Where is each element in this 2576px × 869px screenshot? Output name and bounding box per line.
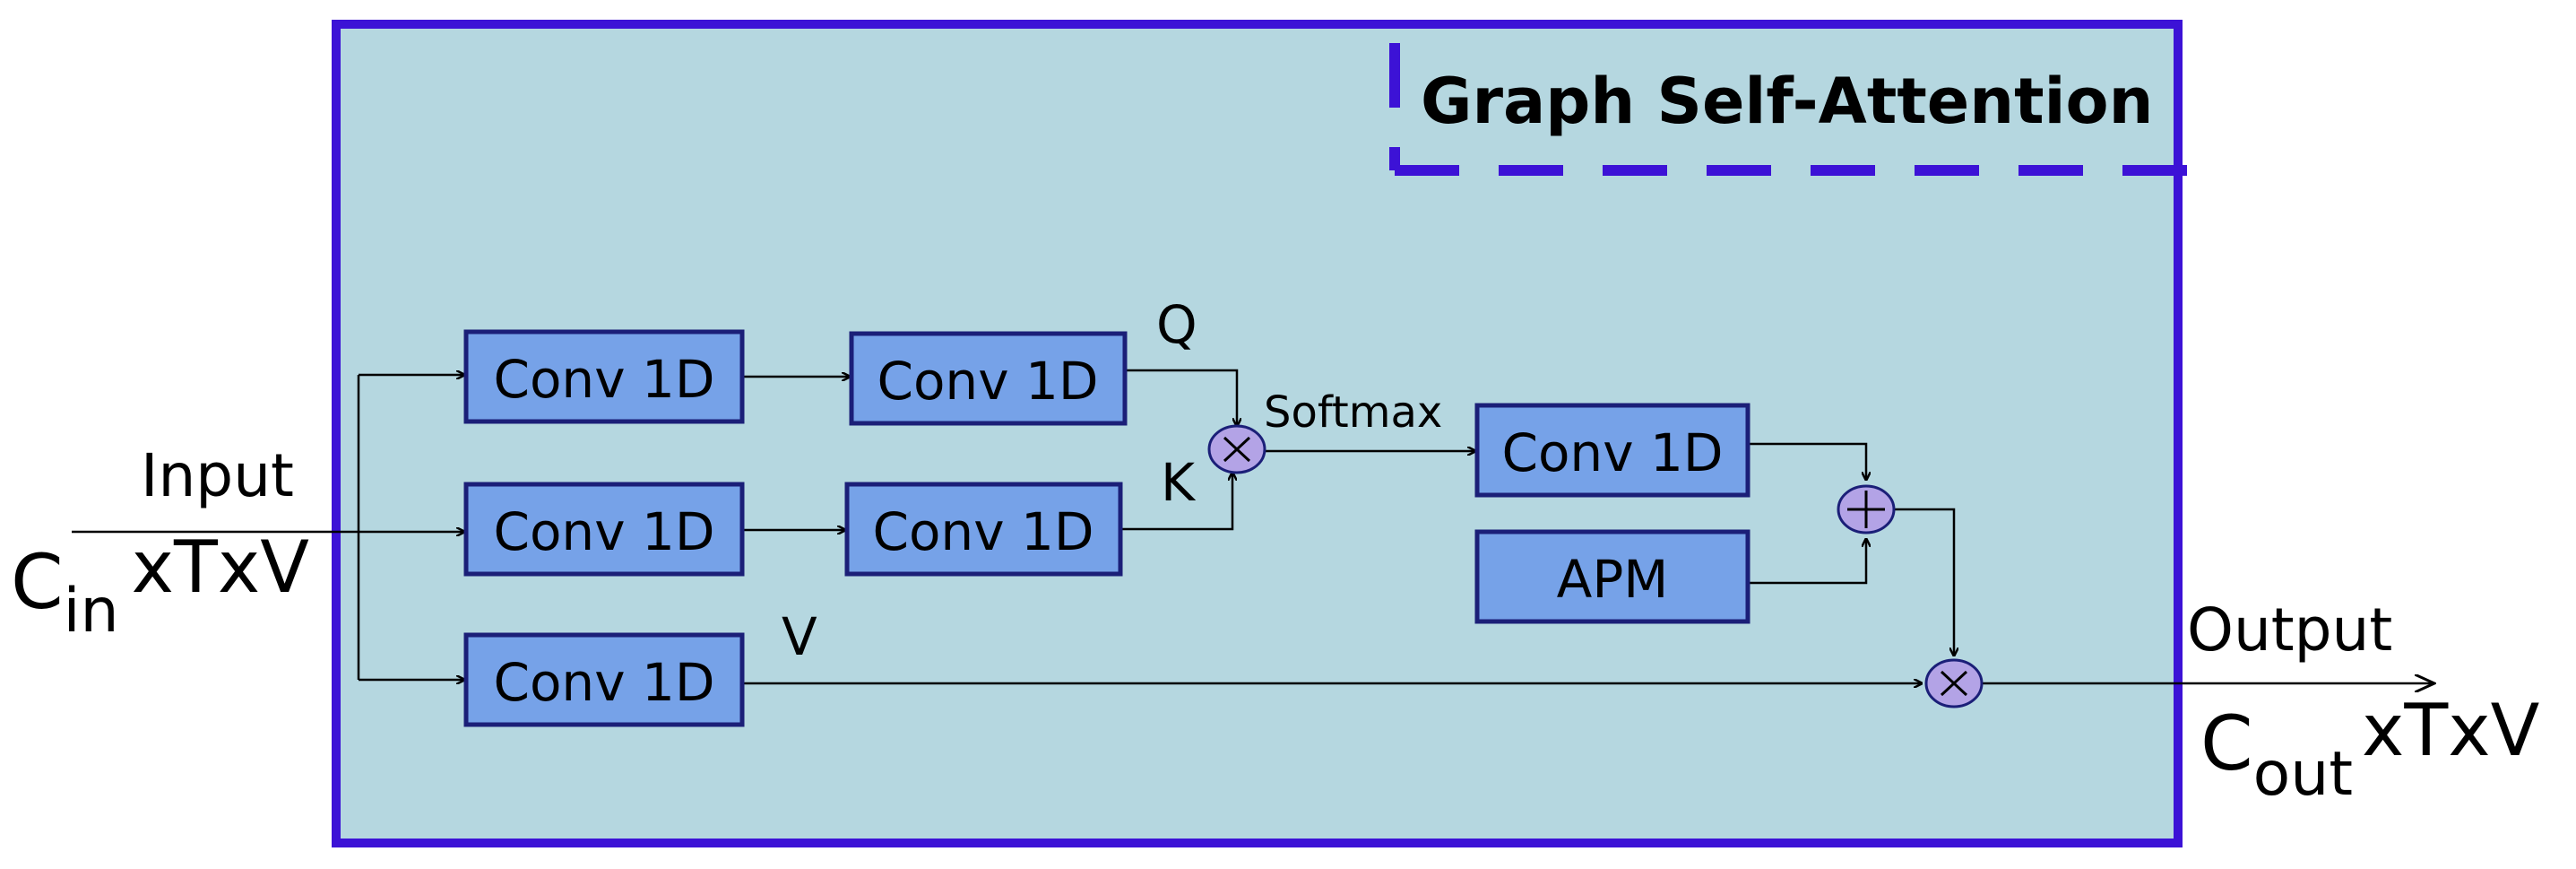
apm-to-add-line bbox=[1750, 539, 1866, 585]
add-to-mul-line bbox=[1894, 508, 1954, 656]
apm-box: APM bbox=[1474, 529, 1750, 624]
conv-k2-label: Conv 1D bbox=[872, 501, 1094, 562]
conv-attention-box: Conv 1D bbox=[1474, 403, 1750, 498]
multiply-qk-icon bbox=[1207, 424, 1266, 474]
conv-k1-box: Conv 1D bbox=[463, 482, 745, 577]
q-label: Q bbox=[1156, 294, 1197, 355]
conv-v-label: Conv 1D bbox=[493, 652, 714, 713]
v-label: V bbox=[782, 606, 817, 667]
att-to-add-line bbox=[1750, 442, 1866, 480]
conv-q1-box: Conv 1D bbox=[463, 329, 745, 424]
q-line bbox=[1126, 369, 1237, 426]
output-shape-sub: out bbox=[2253, 739, 2353, 810]
diagram-title: Graph Self-Attention bbox=[1421, 65, 2153, 138]
input-shape-rest: xTxV bbox=[132, 526, 310, 609]
conv-v-box: Conv 1D bbox=[463, 632, 745, 727]
input-shape-sub: in bbox=[64, 576, 119, 647]
output-label: Output bbox=[2187, 595, 2392, 665]
input-shape: CinxTxV bbox=[11, 526, 309, 647]
output-shape: CoutxTxV bbox=[2200, 689, 2540, 810]
softmax-label: Softmax bbox=[1264, 387, 1442, 438]
input-shape-main: C bbox=[11, 538, 64, 626]
conv-attention-label: Conv 1D bbox=[1501, 422, 1723, 483]
output-shape-rest: xTxV bbox=[2362, 689, 2540, 772]
output-shape-main: C bbox=[2200, 700, 2253, 787]
conv-k2-box: Conv 1D bbox=[844, 482, 1123, 577]
conv-q2-label: Conv 1D bbox=[877, 351, 1098, 412]
conv-q2-box: Conv 1D bbox=[849, 331, 1128, 426]
title-frame bbox=[1389, 43, 2203, 176]
k-line bbox=[1121, 473, 1232, 531]
input-label: Input bbox=[141, 441, 294, 510]
multiply-v-icon bbox=[1924, 658, 1984, 708]
conv-k1-label: Conv 1D bbox=[493, 501, 714, 562]
add-icon bbox=[1837, 484, 1896, 534]
k-label: K bbox=[1161, 452, 1197, 513]
conv-q1-label: Conv 1D bbox=[493, 349, 714, 410]
apm-label: APM bbox=[1557, 549, 1669, 610]
